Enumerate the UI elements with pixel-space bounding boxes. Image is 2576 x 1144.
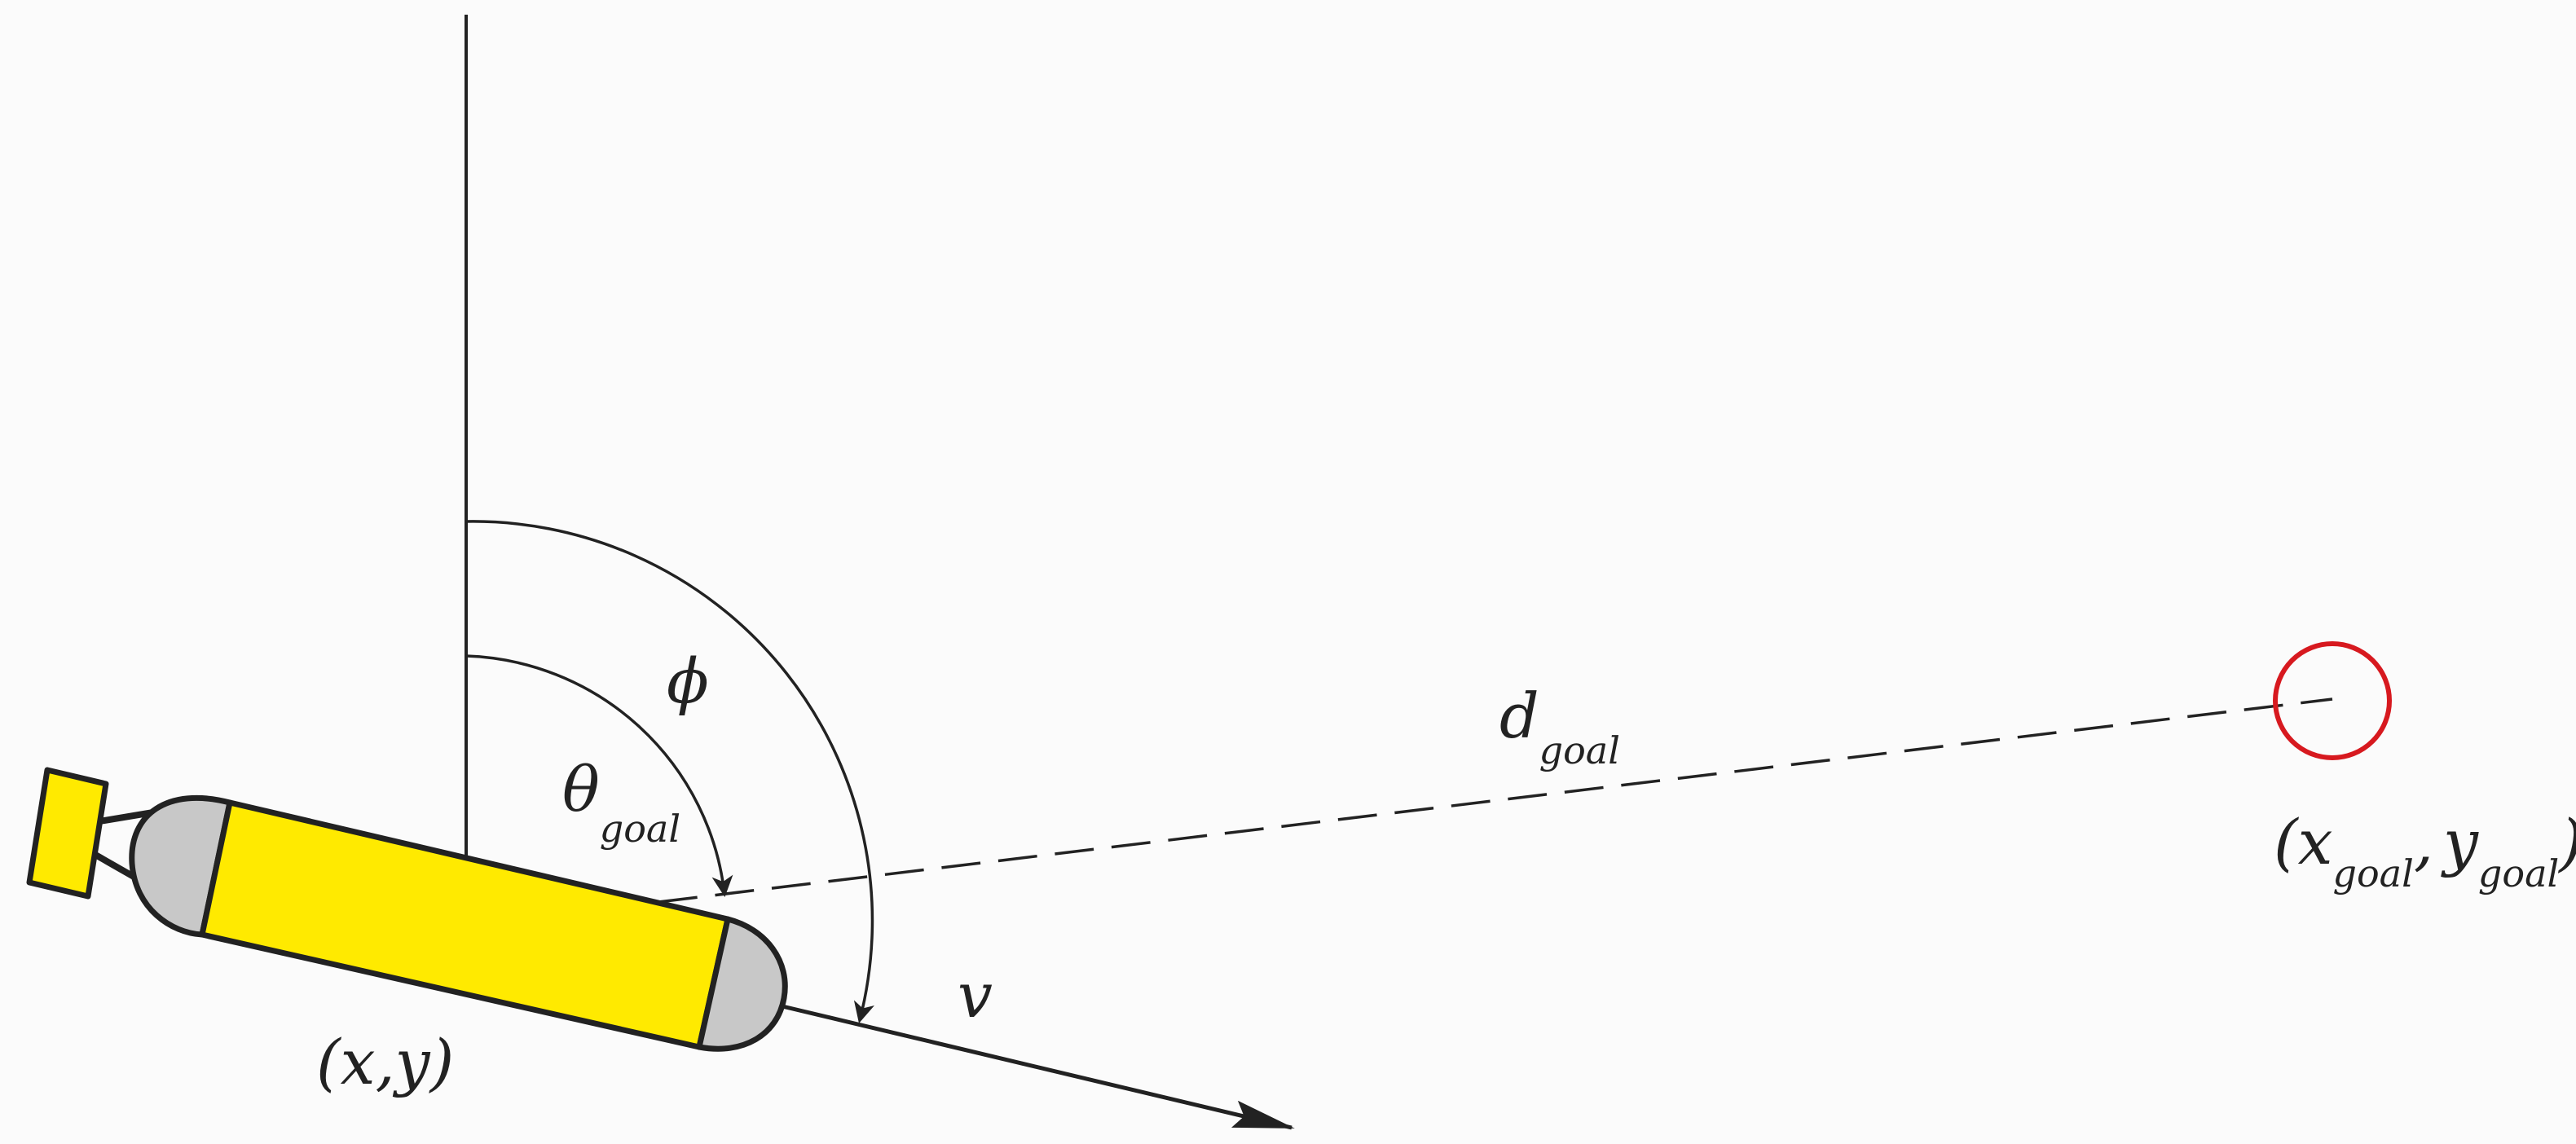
- velocity-label: v: [958, 959, 993, 1032]
- goal-position-open-paren: (: [2274, 806, 2299, 878]
- goal-position-comma: ,: [2414, 806, 2433, 878]
- robot-tail-fin-assembly: [26, 767, 164, 900]
- phi-angle-arc: [465, 520, 875, 1023]
- theta-symbol: θ: [562, 753, 600, 825]
- underwater-robot-vehicle: [26, 767, 788, 1052]
- robot-position-label: (x,y): [316, 1026, 454, 1098]
- goal-target-circle: [2273, 641, 2392, 760]
- theta-goal-angle-arc: [465, 654, 733, 897]
- goal-y-subscript: goal: [2478, 851, 2559, 895]
- robot-rear-cap: [129, 794, 233, 938]
- goal-x-symbol: x: [2298, 806, 2333, 878]
- goal-position-close-paren: ): [2557, 806, 2576, 878]
- robot-tail-fin: [26, 767, 109, 900]
- velocity-vector-arrow: [782, 1004, 1295, 1130]
- goal-x-subscript: goal: [2333, 851, 2414, 895]
- distance-goal-subscript: goal: [1539, 728, 1620, 772]
- robot-front-cap: [696, 916, 788, 1052]
- phi-angle-label: ϕ: [667, 645, 709, 717]
- theta-goal-subscript: goal: [600, 807, 680, 851]
- goal-distance-dashed-line: [658, 697, 2333, 904]
- goal-distance-label: dgoal: [1499, 680, 1620, 772]
- theta-goal-label: θgoal: [562, 753, 680, 851]
- distance-symbol: d: [1499, 680, 1539, 752]
- goal-y-symbol: y: [2441, 806, 2479, 878]
- goal-position-label: (xgoal,ygoal): [2274, 806, 2576, 895]
